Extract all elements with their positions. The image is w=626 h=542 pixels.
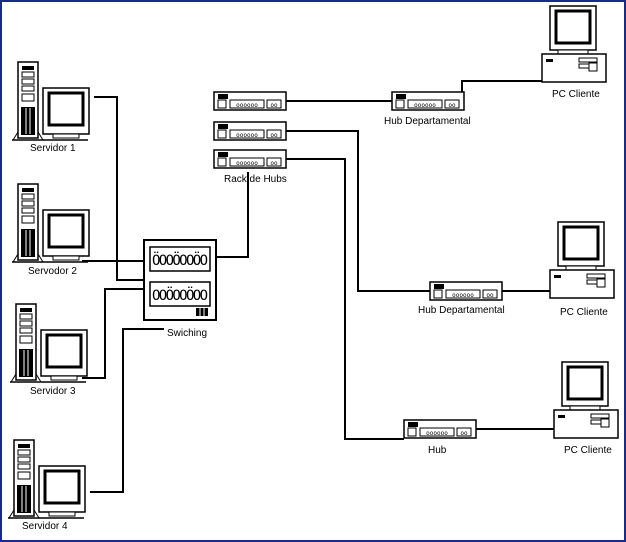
rack-hub-1: [213, 91, 287, 111]
client-2-label: PC Cliente: [560, 307, 608, 318]
hub-3: [403, 419, 477, 439]
hub-departamental-2: [429, 281, 503, 301]
server-2-label: Servodor 2: [28, 266, 77, 277]
rack-hub-2: [213, 121, 287, 141]
rack-label: Rack de Hubs: [224, 174, 287, 185]
hub-departamental-1: [391, 91, 465, 111]
link-servidor3-switch: [82, 288, 144, 379]
link-switch-rack: [216, 172, 249, 258]
server-4: [6, 438, 87, 520]
rack-hub-3: [213, 149, 287, 169]
client-3: [552, 360, 620, 440]
svg-text:ÖOOÖOOÖO: ÖOOÖOOÖO: [152, 251, 208, 269]
hub-2-label: Hub Departamental: [418, 305, 505, 316]
link-rack-hub3: [286, 158, 404, 440]
client-1: [540, 4, 608, 84]
hub-1-label: Hub Departamental: [384, 116, 471, 127]
link-servidor4-switch: [90, 328, 164, 493]
hub-3-label: Hub: [428, 445, 447, 456]
svg-text:OOÖOOÖOO: OOÖOOÖOO: [152, 286, 208, 304]
client-2: [548, 220, 616, 300]
server-3-label: Servidor 3: [30, 386, 76, 397]
connections: [82, 80, 554, 493]
switch-label: Swiching: [167, 328, 207, 339]
client-1-label: PC Cliente: [552, 89, 600, 100]
link-hub1-client1: [461, 80, 542, 101]
server-3: [8, 302, 89, 384]
server-1-label: Servidor 1: [30, 143, 76, 154]
server-2: [10, 182, 91, 264]
server-1: [10, 60, 91, 142]
link-rack-hub2: [286, 130, 430, 292]
switch: ÖOOÖOOÖO OOÖOOÖOO: [143, 239, 217, 321]
client-3-label: PC Cliente: [564, 445, 612, 456]
link-servidor1-switch: [94, 96, 144, 281]
server-4-label: Servidor 4: [22, 521, 68, 532]
